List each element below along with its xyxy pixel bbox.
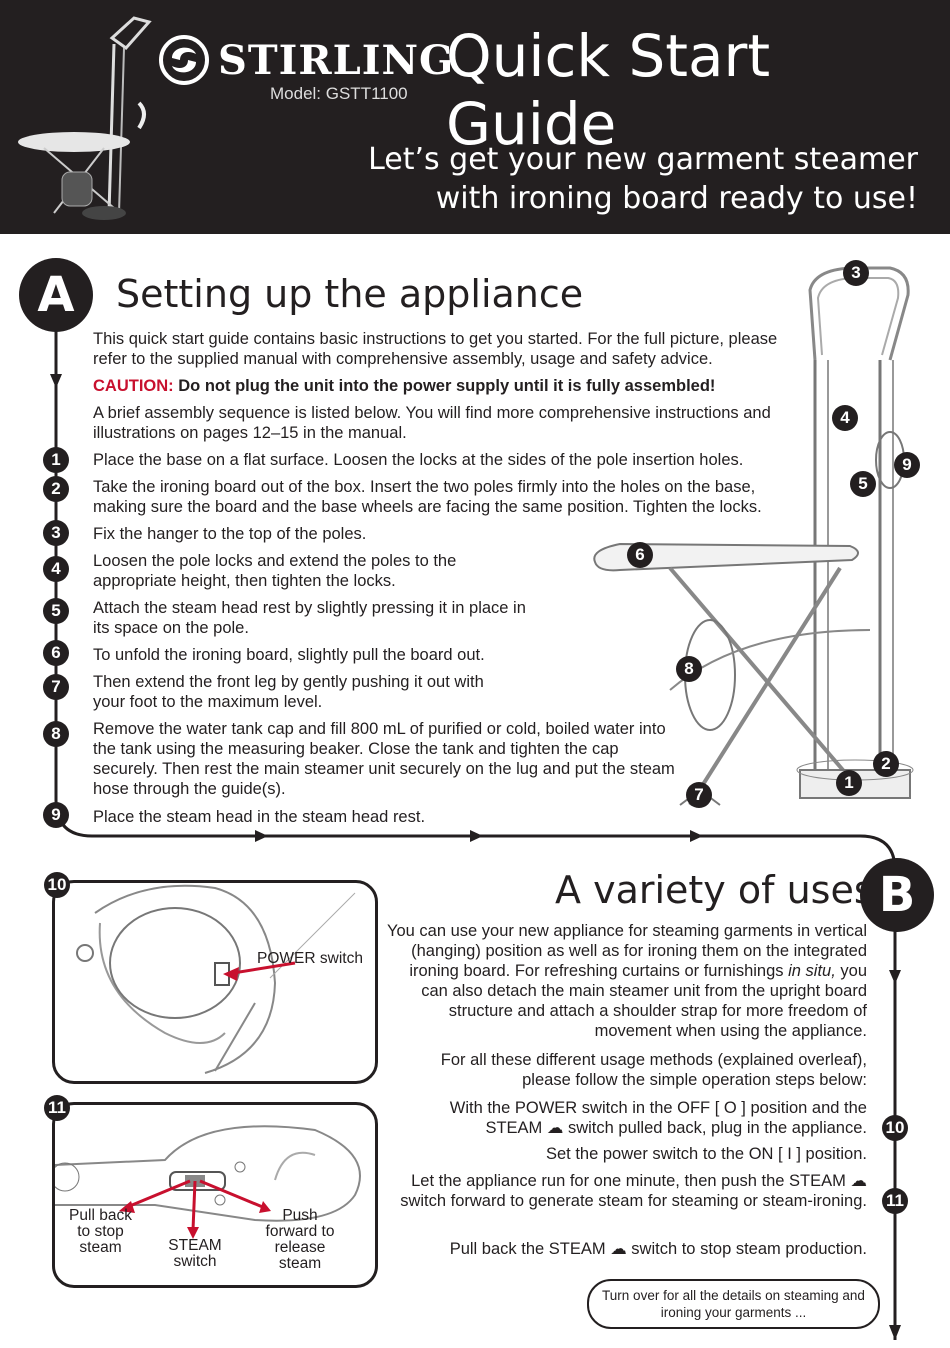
page-title: Quick Start Guide <box>446 22 771 158</box>
in-situ-text: in situ, <box>788 962 836 980</box>
diagram-marker-8: 8 <box>676 656 702 682</box>
section-a-badge: A <box>19 258 93 332</box>
step-7-number: 7 <box>43 674 69 700</box>
assembly-note: A brief assembly sequence is listed belo… <box>93 404 771 442</box>
diagram-marker-6: 6 <box>627 542 653 568</box>
step-8-number: 8 <box>43 721 69 747</box>
power-switch-label: POWER switch <box>257 950 363 967</box>
section-b-intro-part1: You can use your new appliance for steam… <box>387 922 867 980</box>
step-5-text: Attach the steam head rest by slightly p… <box>93 599 526 637</box>
diagram-marker-4: 4 <box>832 405 858 431</box>
model-number: Model: GSTT1100 <box>270 84 408 103</box>
step-10-marker: 10 <box>882 1115 908 1141</box>
step-6-number: 6 <box>43 640 69 666</box>
steam-switch-label: STEAM switch <box>168 1237 222 1270</box>
tagline: Let’s get your new garment steamer with … <box>368 140 918 218</box>
figure-10-panel: POWER switch <box>52 880 378 1084</box>
section-b-intro: You can use your new appliance for steam… <box>380 921 867 1041</box>
step-plug-in: With the POWER switch in the OFF [ O ] p… <box>410 1098 867 1138</box>
stirling-logo-icon <box>159 35 209 85</box>
steam-switch-icon: ☁ <box>546 1119 564 1137</box>
step-run: Let the appliance run for one minute, th… <box>400 1171 867 1211</box>
assembly-diagram <box>593 266 914 807</box>
pull-back-label: Pull back to stop steam <box>69 1207 132 1256</box>
step-run-b: switch forward to generate steam for ste… <box>400 1192 867 1210</box>
step-plug-in-b: switch pulled back, plug in the applianc… <box>567 1119 867 1137</box>
figure-11-panel: Pull back to stop steam STEAM switch Pus… <box>52 1102 378 1288</box>
step-9-number: 9 <box>43 802 69 828</box>
step-stop: Pull back the STEAM ☁ switch to stop ste… <box>400 1239 867 1259</box>
diagram-marker-2: 2 <box>873 751 899 777</box>
steamer-thumbnail <box>18 16 152 220</box>
steam-head-switch-illustration <box>55 1125 361 1239</box>
steamer-power-switch-illustration <box>76 884 356 1074</box>
step-11-marker: 11 <box>882 1188 908 1214</box>
step-9-text: Place the steam head in the steam head r… <box>93 808 426 826</box>
step-2-number: 2 <box>43 476 69 502</box>
brand-logo: STIRLING <box>158 34 454 86</box>
brand-name: STIRLING <box>218 36 455 84</box>
section-b-title: A variety of uses <box>555 868 874 912</box>
diagram-marker-1: 1 <box>836 770 862 796</box>
diagram-marker-3: 3 <box>843 260 869 286</box>
section-a-intro: This quick start guide contains basic in… <box>93 330 778 368</box>
step-5-number: 5 <box>43 598 69 624</box>
section-a-title: Setting up the appliance <box>116 272 584 316</box>
steam-switch-icon: ☁ <box>610 1240 627 1258</box>
step-run-a: Let the appliance run for one minute, th… <box>411 1172 846 1190</box>
step-4-text: Loosen the pole locks and extend the pol… <box>93 552 457 590</box>
diagram-marker-9: 9 <box>894 452 920 478</box>
header-banner: STIRLING Model: GSTT1100 Quick Start Gui… <box>0 0 950 234</box>
step-stop-b: switch to stop steam production. <box>631 1240 867 1258</box>
step-plug-in-a: With the POWER switch in the OFF [ O ] p… <box>449 1099 867 1137</box>
tagline-line-2: with ironing board ready to use! <box>435 181 918 216</box>
section-b-intro-part2: you can also detach the main steamer uni… <box>421 962 867 1040</box>
step-6-text: To unfold the ironing board, slightly pu… <box>93 646 485 664</box>
caution-text: Do not plug the unit into the power supp… <box>178 377 716 395</box>
step-7-text: Then extend the front leg by gently push… <box>93 673 484 711</box>
step-1-text: Place the base on a flat surface. Loosen… <box>93 451 744 469</box>
step-2-text: Take the ironing board out of the box. I… <box>93 478 762 516</box>
step-stop-a: Pull back the STEAM <box>449 1240 606 1258</box>
steam-switch-icon: ☁ <box>850 1172 868 1190</box>
tagline-line-1: Let’s get your new garment steamer <box>368 142 918 177</box>
figure-10-badge: 10 <box>44 872 70 898</box>
step-8-text: Remove the water tank cap and fill 800 m… <box>93 720 675 798</box>
caution-label: CAUTION: <box>93 377 174 395</box>
diagram-marker-5: 5 <box>850 471 876 497</box>
turn-over-note: Turn over for all the details on steamin… <box>587 1279 880 1329</box>
step-1-number: 1 <box>43 447 69 473</box>
caution-notice: CAUTION: Do not plug the unit into the p… <box>93 376 813 396</box>
section-b-badge: B <box>860 858 934 932</box>
usage-note: For all these different usage methods (e… <box>440 1051 867 1089</box>
step-4-number: 4 <box>43 556 69 582</box>
figure-11-badge: 11 <box>44 1095 70 1121</box>
step-3-number: 3 <box>43 520 69 546</box>
step-power-on: Set the power switch to the ON [ I ] pos… <box>546 1145 867 1163</box>
push-forward-label: Push forward to release steam <box>265 1207 335 1272</box>
step-3-text: Fix the hanger to the top of the poles. <box>93 525 367 543</box>
diagram-marker-7: 7 <box>686 782 712 808</box>
